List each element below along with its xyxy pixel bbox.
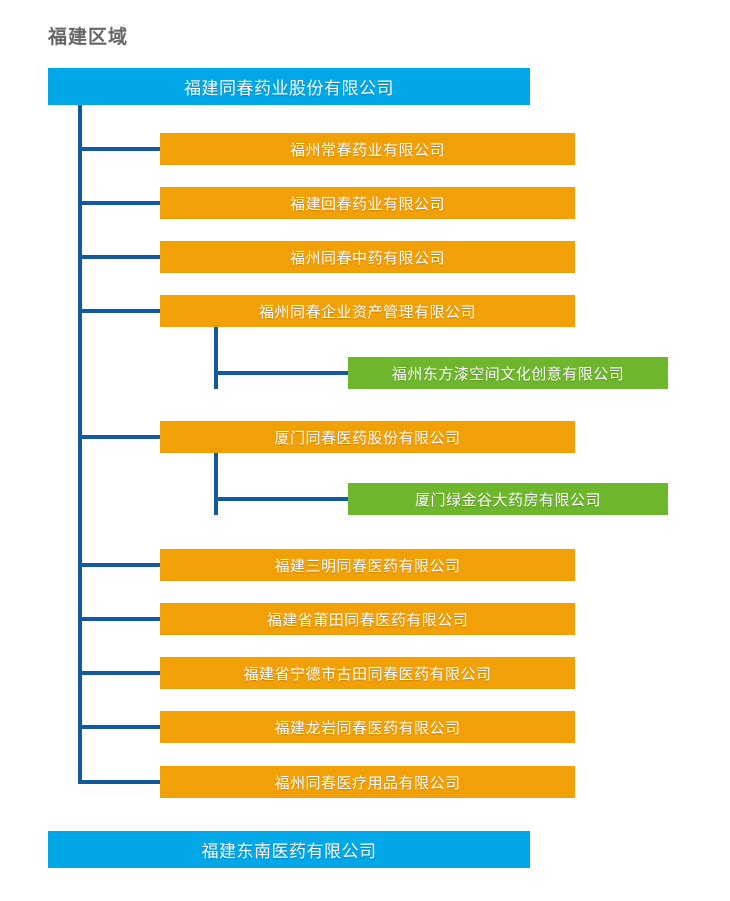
rung-connector-6 — [78, 563, 160, 567]
rung-connector-7 — [78, 617, 160, 621]
org-node-branch-7[interactable]: 福建省莆田同春医药有限公司 — [160, 603, 575, 635]
org-node-branch-4[interactable]: 福州同春企业资产管理有限公司 — [160, 295, 575, 327]
rung-connector-9 — [78, 725, 160, 729]
org-node-branch-2[interactable]: 福建回春药业有限公司 — [160, 187, 575, 219]
trunk-connector-branch-5 — [214, 453, 218, 515]
rung-connector-2 — [78, 201, 160, 205]
rung-connector-3 — [78, 255, 160, 259]
org-node-footer[interactable]: 福建东南医药有限公司 — [48, 831, 530, 868]
rung-connector-4 — [78, 309, 160, 313]
org-node-branch-1[interactable]: 福州常春药业有限公司 — [160, 133, 575, 165]
rung-connector-leaf-2 — [214, 497, 348, 501]
org-node-branch-5[interactable]: 厦门同春医药股份有限公司 — [160, 421, 575, 453]
rung-connector-5 — [78, 435, 160, 439]
rung-connector-1 — [78, 147, 160, 151]
org-node-branch-10[interactable]: 福州同春医疗用品有限公司 — [160, 766, 575, 798]
org-node-branch-9[interactable]: 福建龙岩同春医药有限公司 — [160, 711, 575, 743]
org-node-leaf-2[interactable]: 厦门绿金谷大药房有限公司 — [348, 483, 668, 515]
org-node-branch-8[interactable]: 福建省宁德市古田同春医药有限公司 — [160, 657, 575, 689]
rung-connector-leaf-1 — [214, 371, 348, 375]
org-node-root[interactable]: 福建同春药业股份有限公司 — [48, 68, 530, 105]
trunk-connector-branch-4 — [214, 327, 218, 389]
org-node-branch-3[interactable]: 福州同春中药有限公司 — [160, 241, 575, 273]
page-title: 福建区域 — [48, 27, 129, 48]
rung-connector-8 — [78, 671, 160, 675]
rung-connector-10 — [78, 780, 160, 784]
trunk-connector-main — [78, 105, 82, 784]
org-node-leaf-1[interactable]: 福州东方漆空间文化创意有限公司 — [348, 357, 668, 389]
org-node-branch-6[interactable]: 福建三明同春医药有限公司 — [160, 549, 575, 581]
